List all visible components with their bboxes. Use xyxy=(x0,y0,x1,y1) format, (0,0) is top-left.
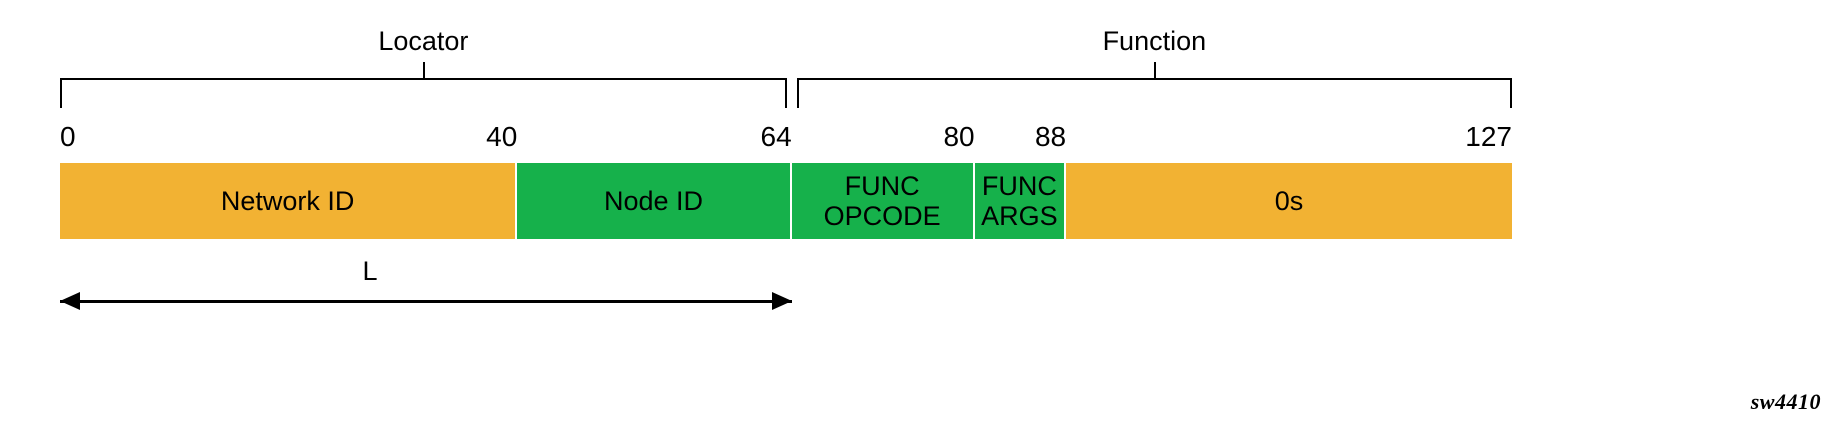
segment-label: Network ID xyxy=(220,185,355,216)
segment-label: Node ID xyxy=(603,185,704,216)
segment-label-line2: OPCODE xyxy=(823,201,941,231)
bit-position-label: 40 xyxy=(486,121,518,152)
bit-field-segment: Node ID xyxy=(517,163,792,239)
bit-position-label: 80 xyxy=(943,121,975,152)
segment-label-line2: ARGS xyxy=(981,201,1058,231)
bit-position-label: 0 xyxy=(60,121,76,152)
segment-label: FUNC xyxy=(981,170,1057,201)
bit-field-segment: 0s xyxy=(1066,163,1512,239)
bracket-locator xyxy=(60,78,787,108)
bracket-tick-locator xyxy=(423,62,426,78)
length-arrow-head-left xyxy=(60,292,80,310)
bracket-function xyxy=(796,78,1512,108)
bit-position-label: 127 xyxy=(1465,121,1512,152)
bit-field-segment: Network ID xyxy=(60,163,518,239)
group-label-function: Function xyxy=(1102,26,1207,56)
bit-position-label: 64 xyxy=(760,121,792,152)
bit-position-label: 88 xyxy=(1034,121,1067,152)
bracket-tick-function xyxy=(1154,62,1157,78)
length-measure-label: L xyxy=(362,256,378,286)
segment-label: 0s xyxy=(1274,185,1304,216)
group-label-locator: Locator xyxy=(378,26,469,56)
length-arrow-line xyxy=(60,300,792,303)
watermark: sw4410 xyxy=(1750,389,1821,414)
segment-label: FUNC xyxy=(844,170,920,201)
length-arrow-head-right xyxy=(771,292,792,310)
